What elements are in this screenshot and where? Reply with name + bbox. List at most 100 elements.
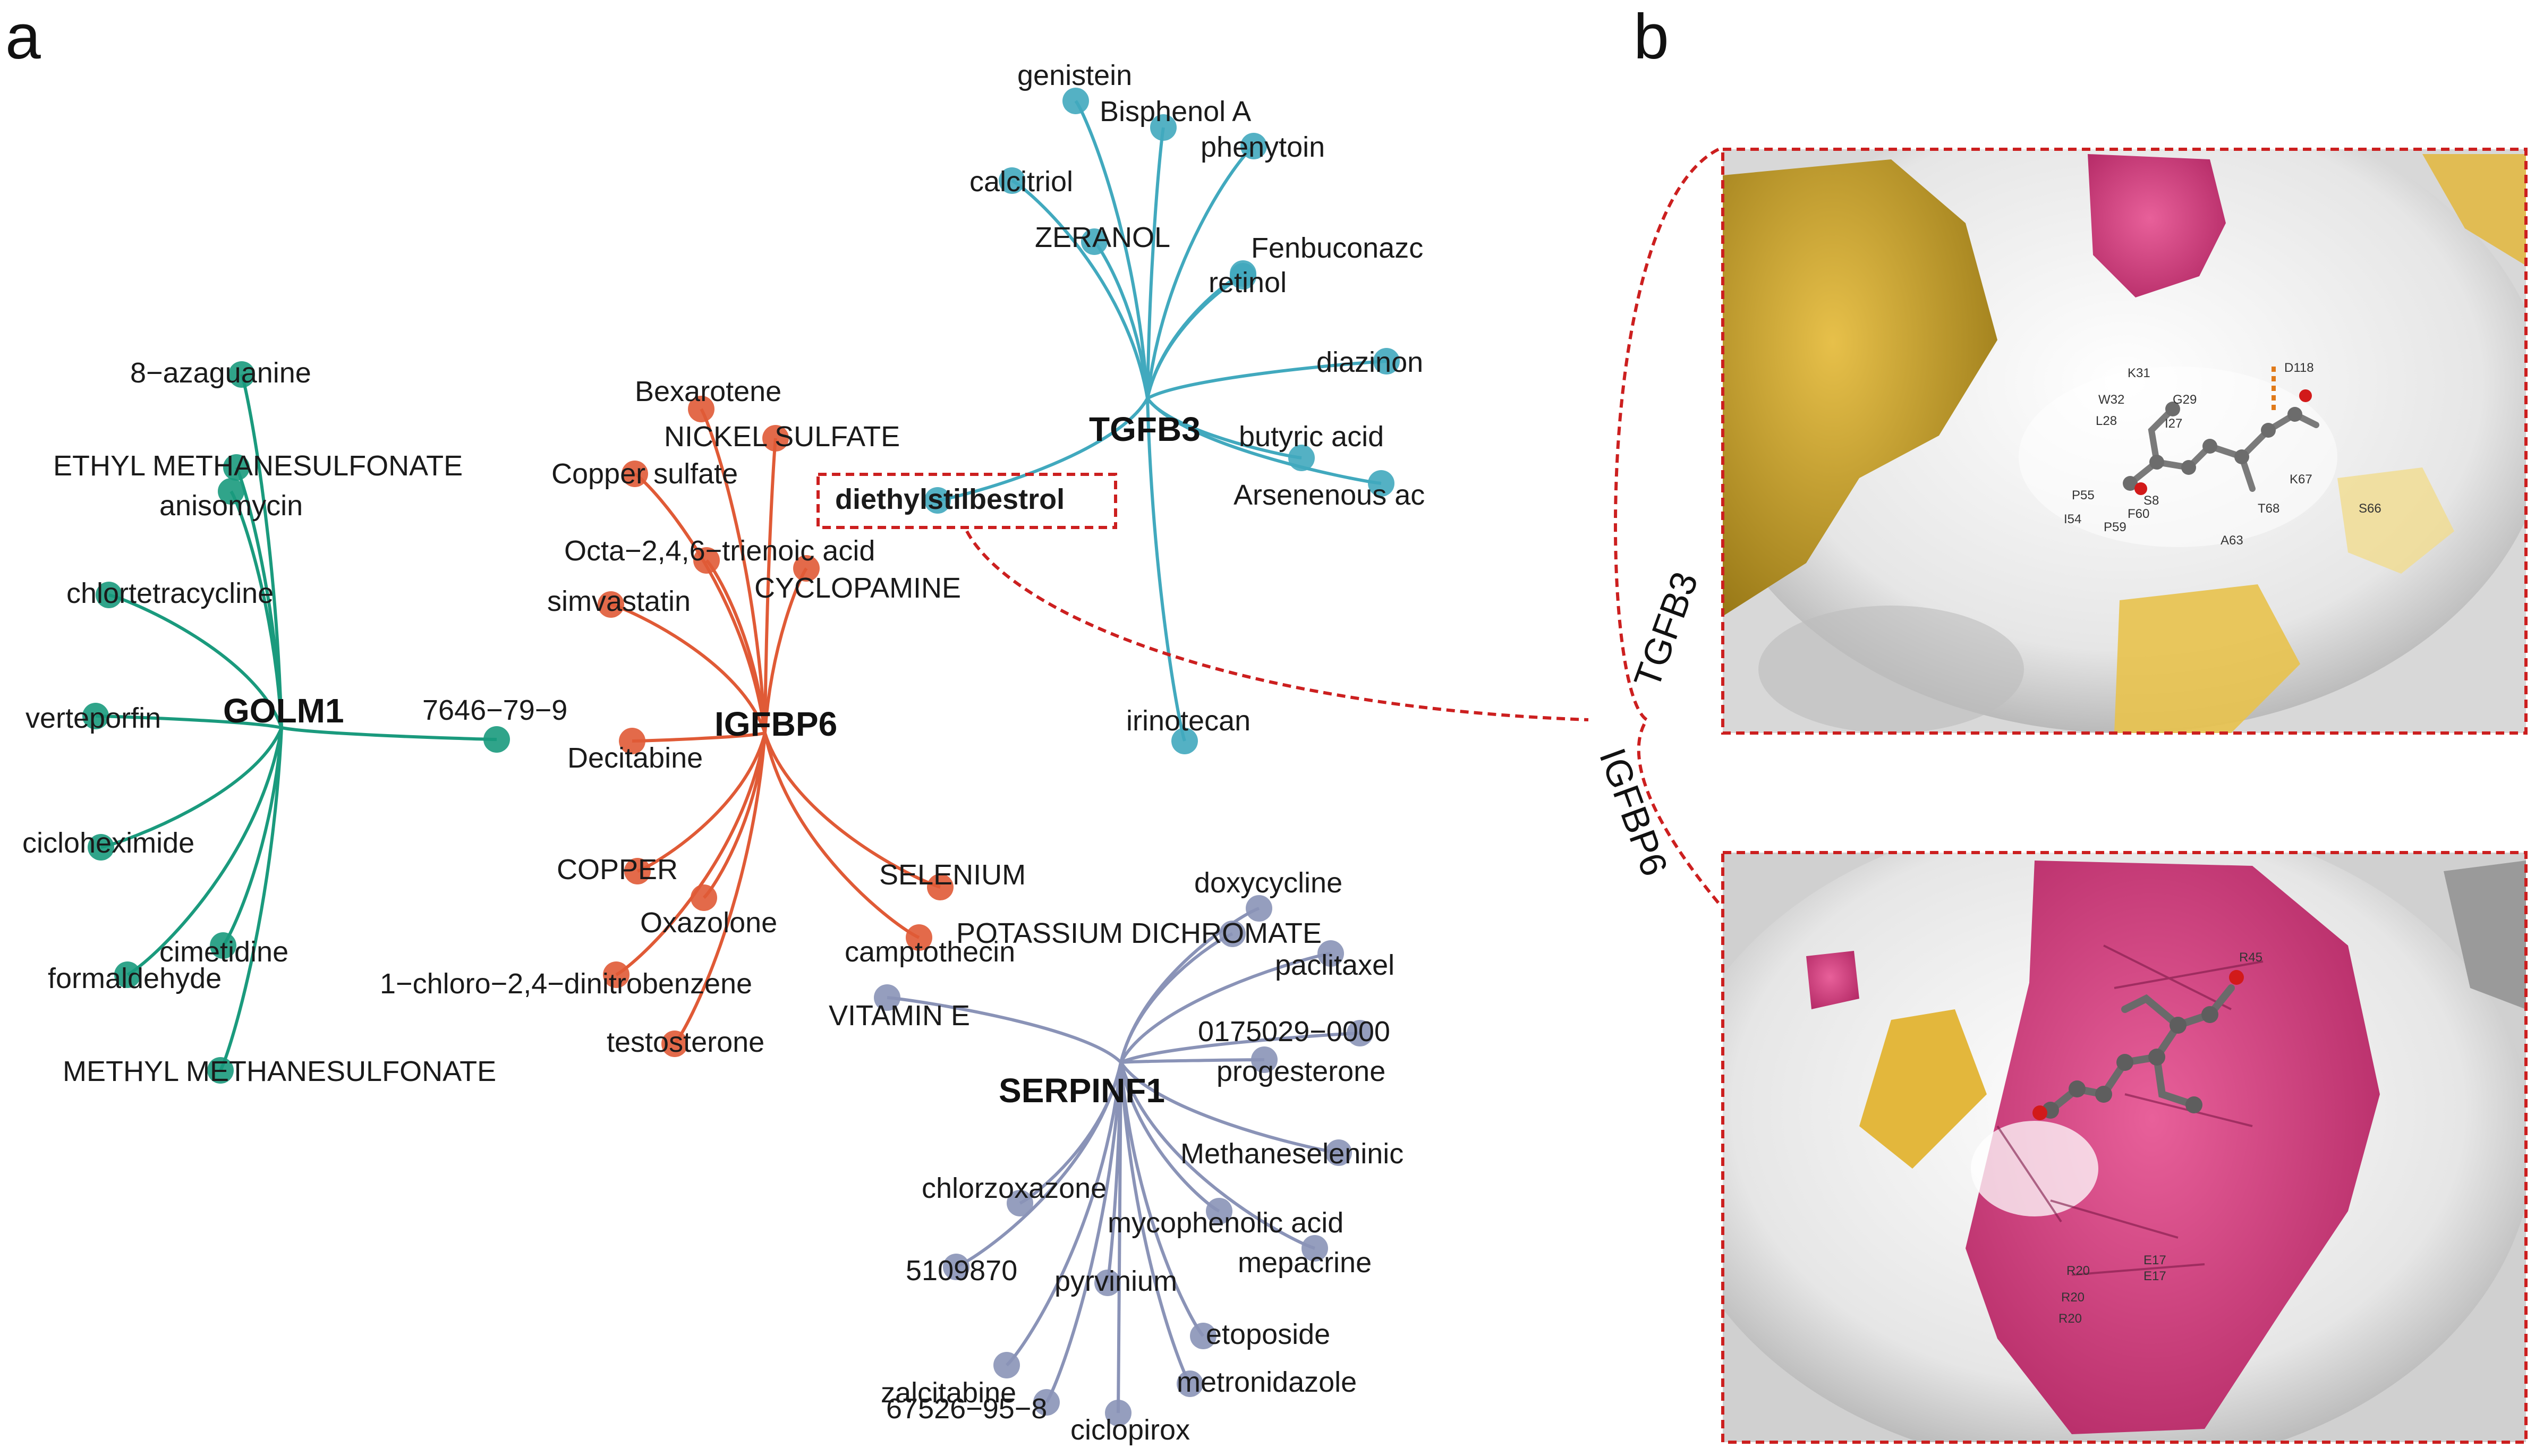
drug-label: progesterone <box>1217 1055 1385 1087</box>
drug-node[interactable] <box>943 1254 969 1280</box>
network-edge <box>126 727 283 976</box>
drug-label: mepacrine <box>1238 1247 1372 1279</box>
drug-node[interactable] <box>218 478 244 505</box>
drug-label: 7646−79−9 <box>422 694 567 726</box>
drug-node[interactable] <box>1317 940 1344 967</box>
network-edge <box>1120 1032 1360 1064</box>
residue-label: R20 <box>2066 1264 2090 1278</box>
drug-node[interactable] <box>1206 1198 1232 1224</box>
drug-node[interactable] <box>661 1031 688 1057</box>
residue-label: R45 <box>2239 950 2262 965</box>
network-edge <box>673 733 767 1045</box>
drug-node[interactable] <box>82 703 109 729</box>
drug-label: pyrvinium <box>1054 1265 1177 1297</box>
network-edge <box>887 996 1122 1064</box>
drug-node[interactable] <box>1325 1139 1352 1166</box>
drug-node[interactable] <box>1368 470 1394 497</box>
drug-label: 1−chloro−2,4−dinitrobenzene <box>380 968 752 1000</box>
drug-label: ciclopirox <box>1070 1414 1190 1446</box>
network-edge <box>100 727 283 849</box>
drug-node[interactable] <box>210 932 236 959</box>
drug-label: cimetidine <box>159 936 288 968</box>
drug-node[interactable] <box>927 874 954 900</box>
drug-label: formaldehyde <box>48 963 222 994</box>
drug-node[interactable] <box>114 961 141 988</box>
docking-image-igfbp6: R45 R20 R20 R20 E17 E17 <box>1723 853 2526 1442</box>
drug-node[interactable] <box>603 961 630 988</box>
docking-label-tgfb3: TGFB3 <box>1626 566 1706 693</box>
hub-label-tgfb3: TGFB3 <box>1089 410 1201 448</box>
network-edge <box>615 733 767 976</box>
drug-node[interactable] <box>228 361 255 388</box>
drug-node[interactable] <box>1219 921 1246 947</box>
drug-node[interactable] <box>874 984 900 1011</box>
drug-node[interactable] <box>88 834 114 861</box>
drug-node[interactable] <box>993 1352 1020 1378</box>
network-edge <box>1119 1061 1339 1154</box>
drug-node[interactable] <box>1171 728 1198 754</box>
drug-label: testosterone <box>607 1026 764 1058</box>
drug-node[interactable] <box>96 582 122 608</box>
drug-node[interactable] <box>1150 114 1177 141</box>
highlight-box <box>816 473 1117 529</box>
network-edge <box>1074 100 1149 399</box>
residue-label: S8 <box>2143 493 2159 508</box>
network-edge <box>763 733 920 939</box>
drug-node[interactable] <box>1301 1235 1328 1262</box>
drug-node[interactable] <box>207 1057 234 1084</box>
drug-node[interactable] <box>1094 1270 1121 1296</box>
drug-label: retinol <box>1209 267 1287 299</box>
drug-node[interactable] <box>691 884 717 911</box>
docking-frame-igfbp6 <box>1721 851 2528 1444</box>
drug-node[interactable] <box>483 726 510 753</box>
drug-label: phenytoin <box>1201 131 1325 163</box>
drug-node[interactable] <box>1033 1389 1060 1416</box>
drug-node[interactable] <box>1246 895 1272 922</box>
drug-node[interactable] <box>1105 1400 1132 1426</box>
network-edge <box>700 408 767 734</box>
drug-node[interactable] <box>1190 1323 1217 1349</box>
drug-node[interactable] <box>223 454 250 481</box>
drug-node[interactable] <box>688 396 714 422</box>
drug-node[interactable] <box>693 547 720 574</box>
drug-node[interactable] <box>906 924 932 951</box>
drug-label: 67526−95−8 <box>886 1393 1047 1425</box>
drug-node[interactable] <box>619 728 645 754</box>
network-edge <box>1146 398 1186 742</box>
drug-node[interactable] <box>793 555 820 582</box>
network-edge <box>281 726 497 741</box>
drug-label: Arsenenous ac <box>1234 479 1425 511</box>
residue-label: P59 <box>2104 520 2126 534</box>
drug-node[interactable] <box>622 461 648 487</box>
panel-label-a: a <box>5 1 41 72</box>
drug-label: ETHYL METHANESULFONATE <box>53 450 463 482</box>
drug-node[interactable] <box>624 858 651 884</box>
drug-node[interactable] <box>1251 1046 1278 1073</box>
drug-node[interactable] <box>1007 1190 1033 1216</box>
drug-label: butyric acid <box>1239 421 1384 453</box>
panel-label-b: b <box>1634 1 1669 72</box>
drug-node[interactable] <box>1081 228 1108 255</box>
drug-node[interactable] <box>598 591 624 618</box>
residue-label: I54 <box>2064 512 2081 526</box>
drug-node[interactable] <box>1288 445 1315 471</box>
drug-node[interactable] <box>1240 133 1267 159</box>
drug-node[interactable] <box>1230 260 1256 287</box>
drug-node[interactable] <box>1373 348 1400 374</box>
drug-node[interactable] <box>1177 1370 1203 1397</box>
drug-label: paclitaxel <box>1275 949 1394 981</box>
drug-label: etoposide <box>1206 1318 1330 1350</box>
drug-label: chlortetracycline <box>66 577 274 609</box>
drug-node[interactable] <box>924 487 951 514</box>
residue-label: L28 <box>2096 414 2117 428</box>
residue-label: R20 <box>2058 1312 2082 1326</box>
drug-node[interactable] <box>762 425 789 452</box>
drug-node[interactable] <box>1062 88 1089 114</box>
network-edge <box>1119 1062 1192 1385</box>
highlight-connector <box>965 530 1589 721</box>
drug-label: COPPER <box>557 854 678 885</box>
drug-node[interactable] <box>999 167 1025 194</box>
drug-node[interactable] <box>1347 1020 1373 1046</box>
drug-label: metronidazole <box>1177 1366 1357 1398</box>
